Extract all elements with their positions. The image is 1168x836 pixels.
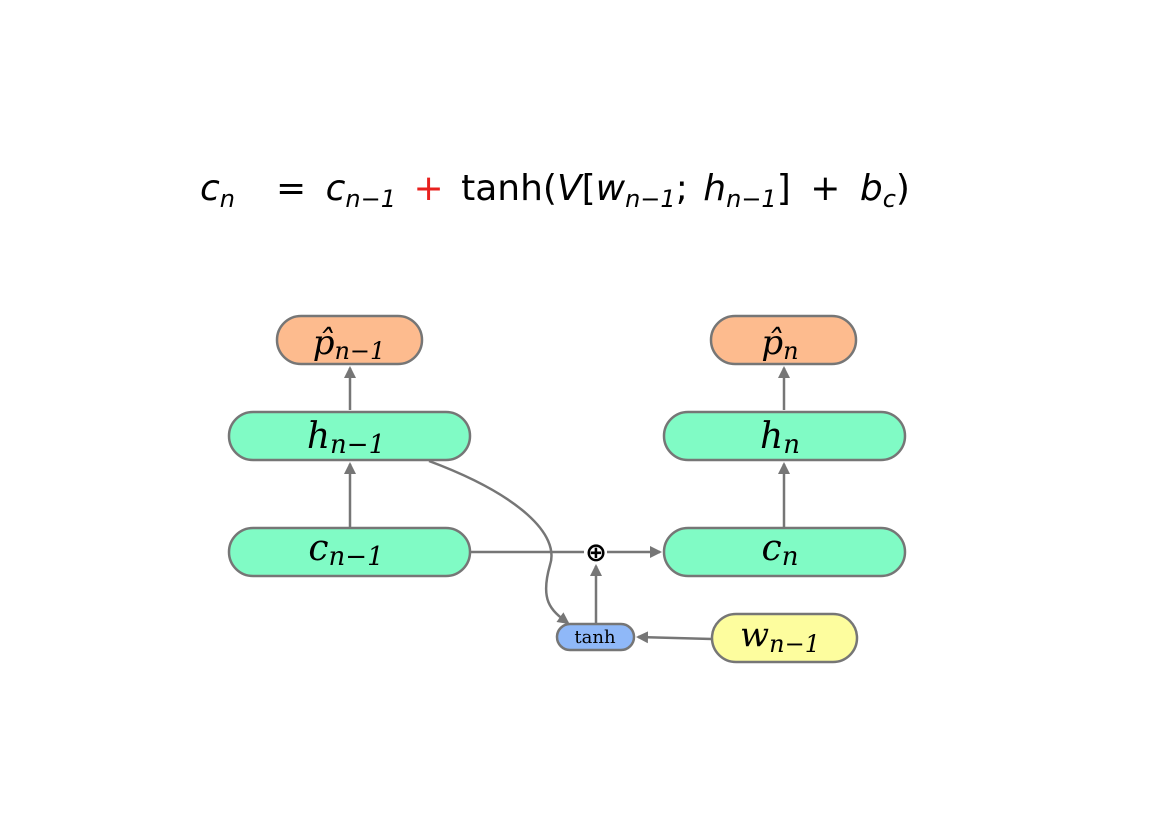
plus-operator-icon: ⊕ [585,538,607,568]
node-h-prev-box [227,410,472,462]
node-h-cur-label: hn [760,416,800,460]
edge-w-to-tanh [636,631,713,644]
plus-operator: ⊕ [585,538,607,568]
eq-w-sub: n−1 [625,185,676,213]
node-p-cur-box [709,314,858,366]
eq-paren-close: ) [896,168,910,209]
eq-w: w [596,168,626,209]
node-h-cur-box [662,410,907,462]
eq-fn: tanh( [461,168,557,209]
eq-bracket-close: ] [777,168,791,209]
eq-plus-red: + [413,168,443,209]
node-p-prev-box [275,314,424,366]
node-c-cur: cn [662,526,907,578]
eq-b: b [860,168,883,209]
node-c-cur-label: cn [762,528,799,572]
node-h-prev-label: hn−1 [307,416,385,460]
node-h-cur: hn [662,410,907,462]
node-p-prev-label: p̂n−1 [313,323,386,365]
eq-bracket-open: [ [582,168,596,209]
eq-h: h [703,168,726,209]
node-p-prev: p̂n−1 [275,314,424,366]
node-tanh-box [555,622,636,652]
eq-b-sub: c [883,185,896,213]
eq-term1-sub: n−1 [345,185,396,213]
node-tanh-label: tanh [574,627,616,648]
node-c-cur-box [662,526,907,578]
node-p-cur-label: p̂n [761,323,798,365]
node-c-prev: cn−1 [227,526,472,578]
node-tanh: tanh [555,622,636,652]
node-c-prev-label: cn−1 [308,528,383,572]
eq-lhs: c [200,168,220,209]
eq-term1: c [326,168,346,209]
node-c-prev-box [227,526,472,578]
node-w-prev-label: wn−1 [740,615,820,658]
equation: cn = cn−1 + tanh(V[wn−1; hn−1] + bc) [200,168,910,216]
node-h-prev: hn−1 [227,410,472,462]
node-p-cur: p̂n [709,314,858,366]
eq-h-sub: n−1 [726,185,777,213]
eq-plus: + [810,168,840,209]
eq-semicolon: ; [676,168,688,209]
edges [344,366,790,644]
eq-lhs-sub: n [220,185,235,213]
node-w-prev: wn−1 [710,612,859,664]
node-w-prev-box [710,612,859,664]
edge-h-prev-to-tanh [428,459,570,625]
eq-matrix: V [557,168,584,209]
eq-equals: = [276,168,306,209]
